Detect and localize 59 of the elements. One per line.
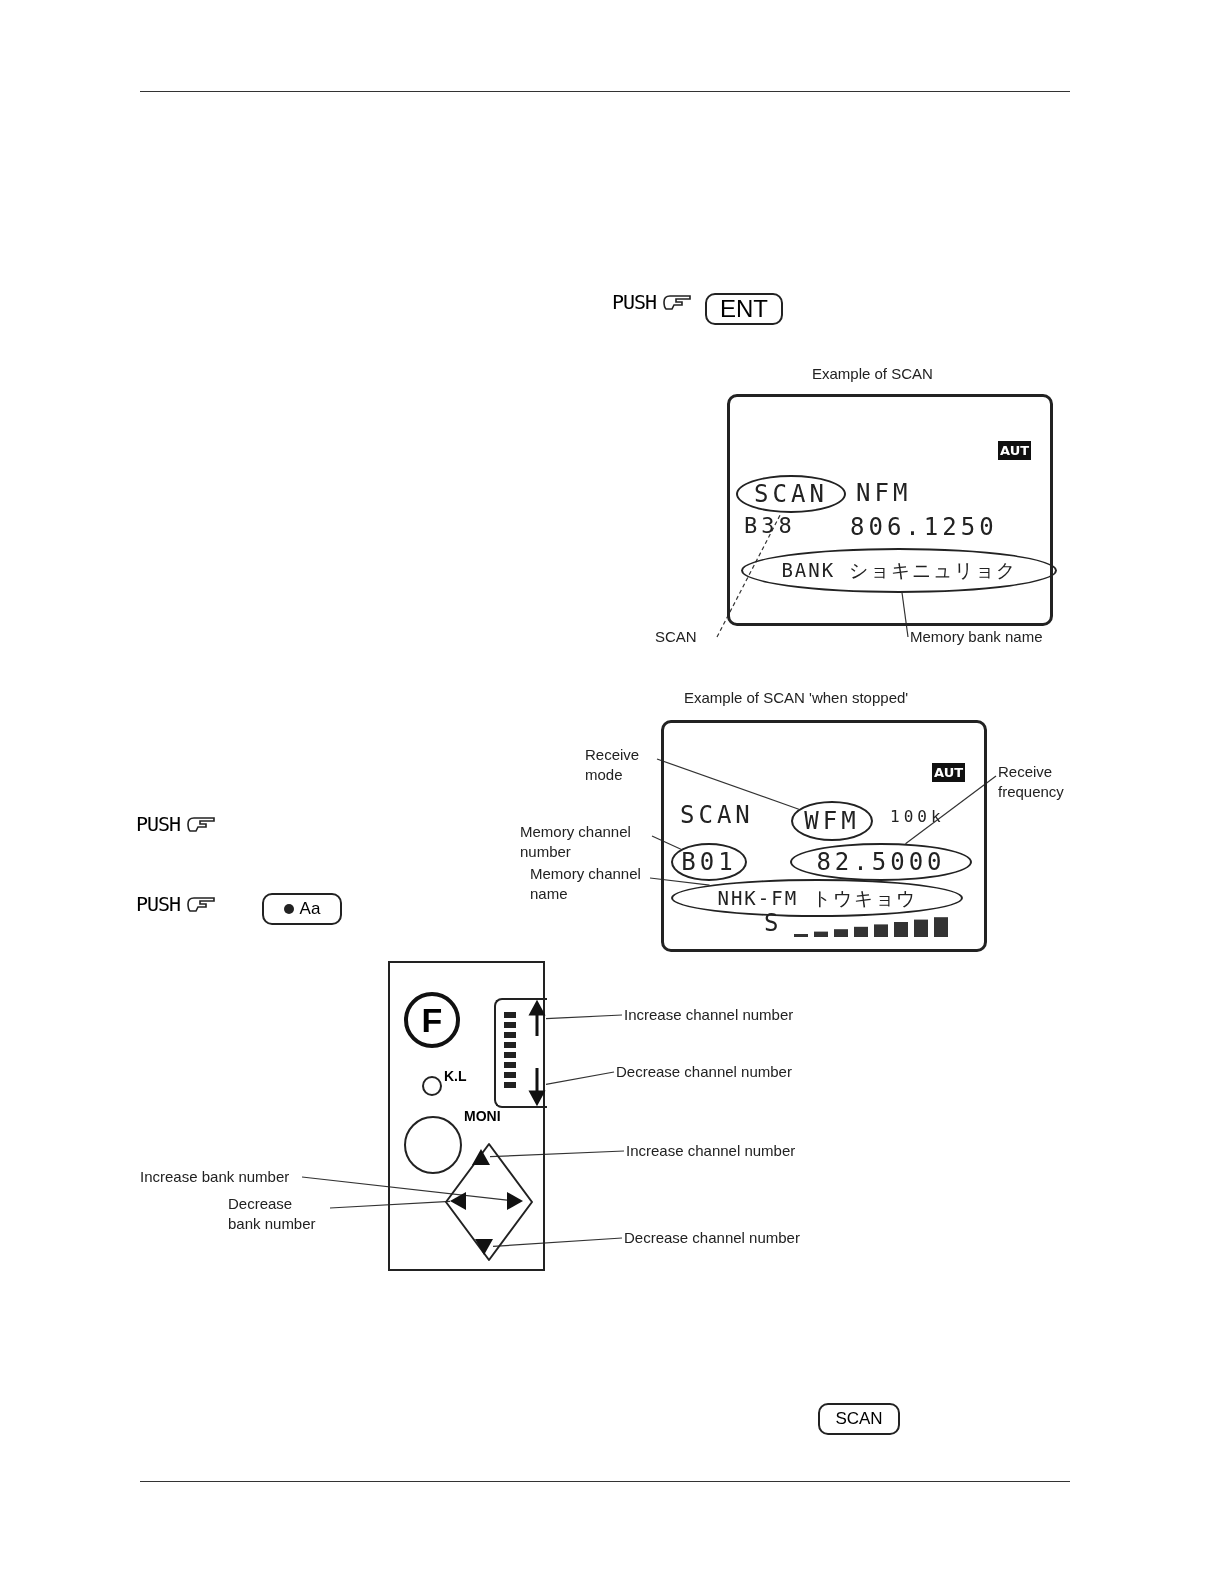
ent-key: ENT <box>705 293 783 325</box>
down-triangle-icon <box>475 1239 493 1255</box>
display-text: 806.1250 <box>850 513 998 541</box>
indicator-badge: AUT <box>998 441 1032 460</box>
down-arrow-icon <box>528 1068 546 1104</box>
leader-line <box>901 592 909 638</box>
callout-label: Memory bank name <box>910 627 1090 647</box>
leader-line <box>489 1150 625 1158</box>
display-text: SCAN <box>680 801 754 829</box>
display-text: NFM <box>856 479 912 507</box>
leader-line <box>716 512 782 638</box>
callout-label: Receive frequency <box>998 762 1098 804</box>
leader-line <box>651 835 682 850</box>
display-text: B38 <box>744 513 796 538</box>
callout-label: SCAN <box>655 627 715 647</box>
button-label: K.L <box>444 1068 467 1084</box>
leader-line <box>649 877 711 886</box>
keypad-panel <box>388 961 545 1271</box>
leader-line <box>492 1237 623 1247</box>
push-text: PUSH <box>136 892 181 916</box>
callout-label: Decrease bank number <box>228 1194 328 1236</box>
function-key: F <box>404 992 460 1048</box>
figure-title: Example of SCAN <box>812 364 933 384</box>
callout-label: Increase bank number <box>140 1167 300 1187</box>
callout-label: Decrease channel number <box>624 1228 854 1248</box>
indicator-badge: AUT <box>932 763 966 782</box>
right-triangle-icon <box>507 1192 523 1210</box>
display-text: 100k <box>890 807 945 826</box>
leader-line <box>545 1014 623 1020</box>
lcd-display <box>661 720 987 952</box>
leader-line <box>656 758 800 810</box>
leader-line <box>329 1200 451 1209</box>
aa-key <box>262 893 342 925</box>
callout-label: Increase channel number <box>624 1005 844 1025</box>
up-arrow-icon <box>528 1002 546 1036</box>
callout-label: Decrease channel number <box>616 1062 846 1082</box>
rocker-switch <box>494 998 547 1108</box>
push-text: PUSH <box>612 290 657 314</box>
left-triangle-icon <box>450 1192 466 1210</box>
leader-line <box>545 1071 615 1085</box>
scan-key: SCAN <box>818 1403 900 1435</box>
figure-title: Example of SCAN 'when stopped' <box>684 688 909 708</box>
indicator-circle <box>422 1076 442 1096</box>
direction-pad <box>444 1142 534 1262</box>
push-text: PUSH <box>136 812 181 836</box>
highlight-ellipse: B01 <box>671 843 747 881</box>
callout-label: Memory channel number <box>520 822 650 864</box>
highlight-ellipse: WFM <box>791 801 873 841</box>
callout-label: Receive mode <box>585 745 655 787</box>
highlight-ellipse: BANK ショキニュリョク <box>741 548 1057 593</box>
up-triangle-icon <box>472 1149 490 1165</box>
highlight-ellipse: 82.5000 <box>790 843 972 881</box>
highlight-ellipse: SCAN <box>736 475 846 513</box>
button-label: MONI <box>464 1108 501 1124</box>
leader-line <box>904 775 997 845</box>
round-button <box>404 1116 462 1174</box>
key-label: Aa <box>299 899 321 919</box>
callout-label: Increase channel number <box>626 1141 846 1161</box>
callout-label: Memory channel name <box>530 864 648 906</box>
